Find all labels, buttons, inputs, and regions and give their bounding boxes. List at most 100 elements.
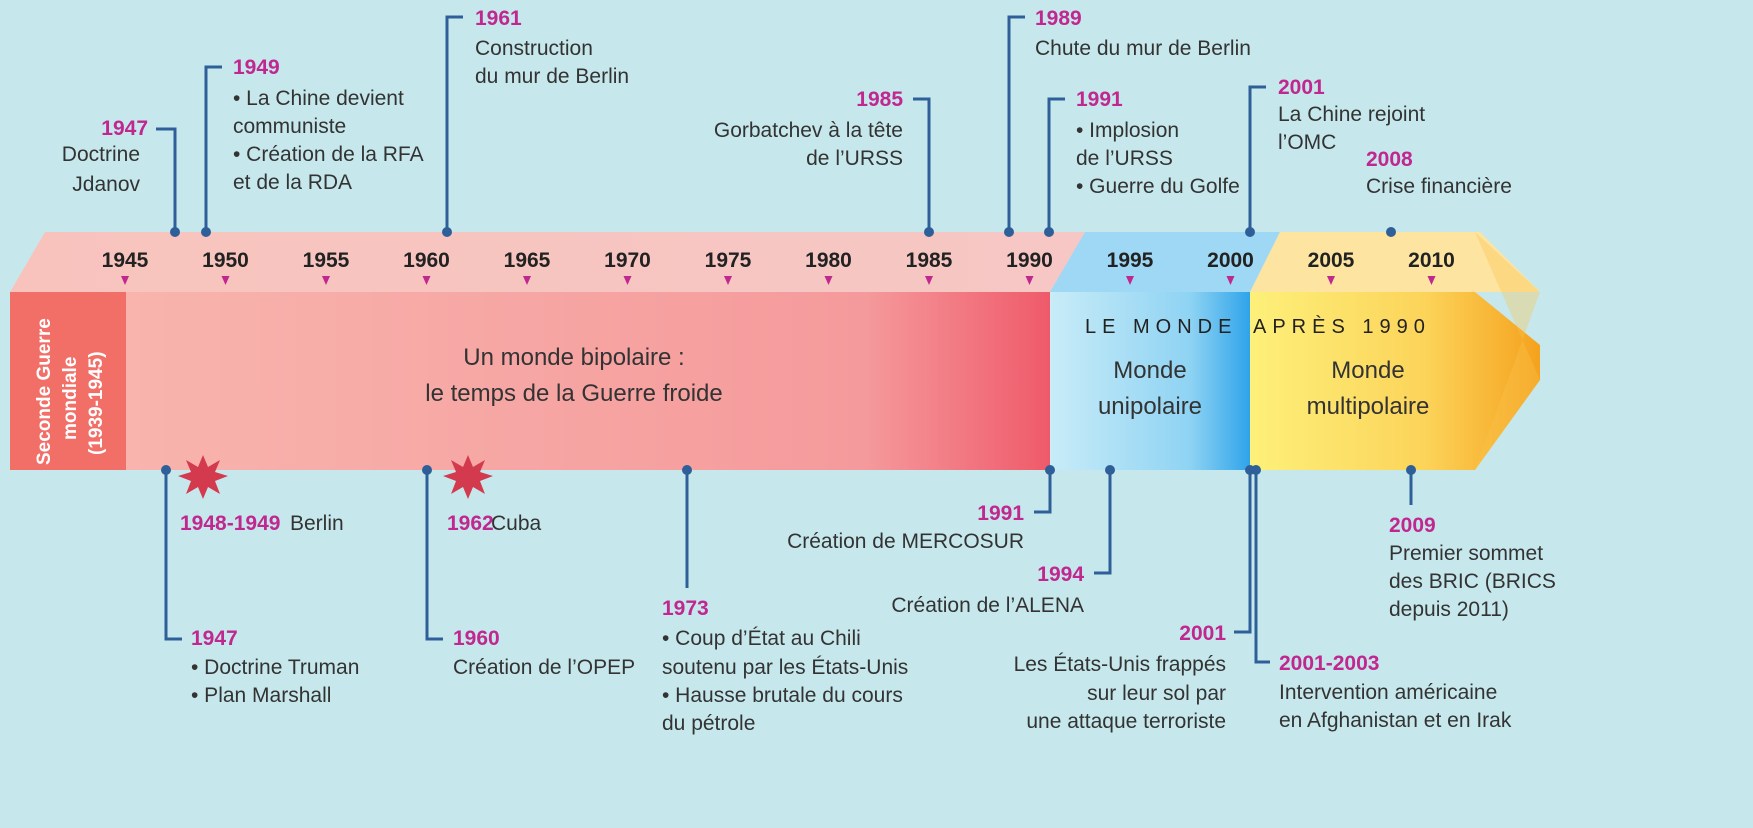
tick-label-1945: 1945 bbox=[102, 249, 149, 272]
after1990-label-b: APRÈS 1990 bbox=[1253, 315, 1431, 338]
event-year: 1991 bbox=[977, 502, 1024, 525]
event-text: soutenu par les États-Unis bbox=[662, 656, 908, 679]
event-year: 1947 bbox=[191, 627, 238, 650]
ww2-label-1: Seconde Guerre bbox=[34, 318, 55, 465]
tick-label-1990: 1990 bbox=[1006, 249, 1053, 272]
connector-dot bbox=[1245, 227, 1255, 237]
event-year: 1994 bbox=[1037, 563, 1084, 586]
event-year: 1962 bbox=[447, 512, 494, 535]
ww2-label-3: (1939-1945) bbox=[86, 351, 107, 455]
event-text: • La Chine devient bbox=[233, 87, 404, 110]
multipolar-label-2: multipolaire bbox=[1307, 393, 1430, 420]
connector-dot bbox=[1406, 465, 1416, 475]
event-text: Crise financière bbox=[1366, 175, 1512, 198]
connector-line bbox=[1007, 15, 1025, 232]
event-text: Jdanov bbox=[72, 173, 140, 196]
event-year: 1985 bbox=[856, 88, 903, 111]
connector-dot bbox=[1044, 227, 1054, 237]
tick-marker bbox=[1226, 276, 1235, 285]
connector-dot bbox=[1004, 227, 1014, 237]
connector-line bbox=[1034, 470, 1052, 514]
tick-label-1975: 1975 bbox=[705, 249, 752, 272]
tick-marker bbox=[925, 276, 933, 285]
connector-dot bbox=[201, 227, 211, 237]
connector-dot bbox=[170, 227, 180, 237]
coldwar-label-2: le temps de la Guerre froide bbox=[425, 380, 722, 407]
event-text: Les États-Unis frappés bbox=[1014, 653, 1226, 676]
connector-dot bbox=[1386, 227, 1396, 237]
connector-line bbox=[204, 65, 222, 232]
event-text: • Implosion bbox=[1076, 119, 1179, 142]
tick-label-1950: 1950 bbox=[202, 249, 249, 272]
event-text: du mur de Berlin bbox=[475, 65, 629, 88]
connector-dot bbox=[924, 227, 934, 237]
tick-label-1995: 1995 bbox=[1107, 249, 1154, 272]
tick-marker bbox=[523, 276, 531, 285]
event-text: des BRIC (BRICS bbox=[1389, 570, 1556, 593]
event-year: 1947 bbox=[101, 117, 148, 140]
connector-line bbox=[156, 127, 177, 232]
tick-label-2010: 2010 bbox=[1408, 249, 1455, 272]
connector-line bbox=[1047, 97, 1065, 232]
crisis-star-icon bbox=[443, 455, 493, 499]
connector-dot bbox=[422, 465, 432, 475]
event-year: 1960 bbox=[453, 627, 500, 650]
event-text: de l’URSS bbox=[1076, 147, 1173, 170]
event-text: Création de MERCOSUR bbox=[787, 530, 1024, 553]
tick-marker bbox=[1025, 276, 1034, 285]
event-text: Création de l’OPEP bbox=[453, 656, 635, 679]
tick-label-1980: 1980 bbox=[805, 249, 852, 272]
event-year: 1991 bbox=[1076, 88, 1123, 111]
after1990-label-a: LE MONDE bbox=[1085, 316, 1237, 338]
event-text: l’OMC bbox=[1278, 131, 1336, 154]
event-year: 1948-1949 bbox=[180, 512, 280, 535]
period-unipolar-block bbox=[1050, 292, 1250, 470]
event-year: 2001 bbox=[1179, 622, 1226, 645]
event-text: sur leur sol par bbox=[1087, 682, 1226, 705]
unipolar-label-2: unipolaire bbox=[1098, 393, 1202, 420]
event-text: en Afghanistan et en Irak bbox=[1279, 709, 1512, 732]
event-text: • Plan Marshall bbox=[191, 684, 331, 707]
axis-band-multipolar bbox=[1250, 232, 1540, 292]
event-text: Berlin bbox=[290, 512, 344, 535]
event-c1948: 1948-1949 Berlin bbox=[180, 512, 344, 535]
connector-line bbox=[164, 470, 182, 641]
tick-marker bbox=[623, 276, 632, 285]
event-text: une attaque terroriste bbox=[1026, 710, 1226, 733]
event-text: Gorbatchev à la tête bbox=[714, 119, 903, 142]
connector-line bbox=[1254, 470, 1270, 664]
period-coldwar-block bbox=[126, 292, 1050, 470]
event-text: Chute du mur de Berlin bbox=[1035, 37, 1251, 60]
arrow-tip bbox=[1475, 232, 1540, 470]
event-e1947b: 1947• Doctrine Truman• Plan Marshall bbox=[161, 465, 359, 707]
tick-marker bbox=[422, 276, 431, 285]
event-year: 1949 bbox=[233, 56, 280, 79]
tick-label-1985: 1985 bbox=[906, 249, 953, 272]
tick-label-1965: 1965 bbox=[504, 249, 551, 272]
connector-line bbox=[913, 97, 931, 232]
event-text: Construction bbox=[475, 37, 593, 60]
event-text: communiste bbox=[233, 115, 346, 138]
tick-marker bbox=[1327, 276, 1335, 285]
event-text: • Coup d’État au Chili bbox=[662, 627, 861, 650]
event-text: • Hausse brutale du cours bbox=[662, 684, 903, 707]
tick-label-2000: 2000 bbox=[1207, 249, 1254, 272]
connector-dot bbox=[1045, 465, 1055, 475]
tick-label-1970: 1970 bbox=[604, 249, 651, 272]
connector-dot bbox=[161, 465, 171, 475]
coldwar-label-1: Un monde bipolaire : bbox=[463, 344, 684, 371]
event-text: et de la RDA bbox=[233, 171, 352, 194]
tick-marker bbox=[724, 276, 732, 285]
